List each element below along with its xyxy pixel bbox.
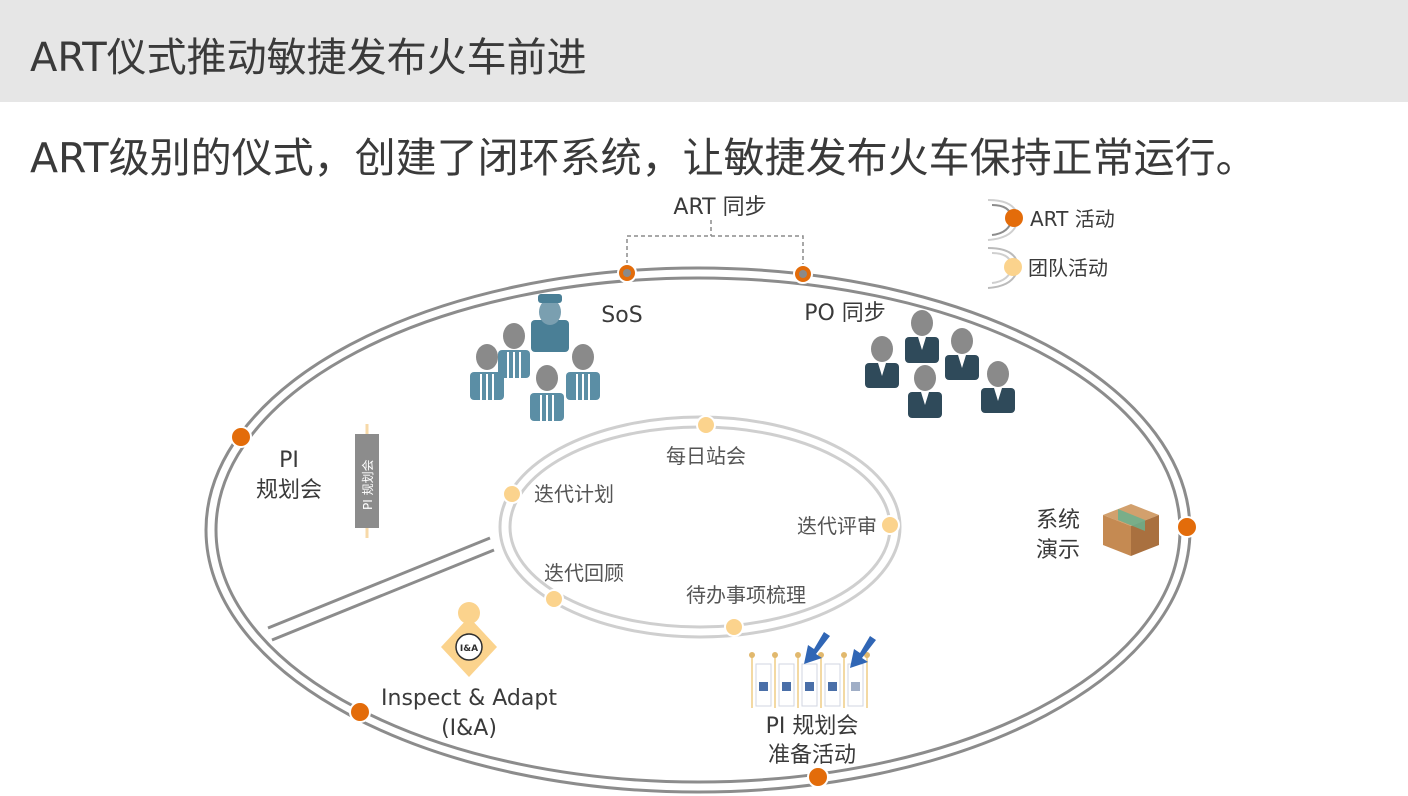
art-dot-system-demo [1176,516,1198,538]
legend-team-label: 团队活动 [1028,256,1108,280]
team-dot-iteration-planning [502,484,522,504]
connector-tracks [267,536,495,642]
pi-banner-icon: PI 规划会 [355,424,379,538]
header-band [0,0,1408,102]
art-dot-ia [349,701,371,723]
ia-label-line2: (I&A) [441,716,497,741]
system-demo-label-line2: 演示 [1036,538,1080,563]
art-sync-bracket [626,220,804,264]
scrum-team-icon [470,294,600,421]
pi-prep-label-line1: PI 规划会 [766,714,859,739]
legend-art-dot [1005,209,1023,227]
art-dots [230,263,1198,788]
subtitle: ART级别的仪式，创建了闭环系统，让敏捷发布火车保持正常运行。 [30,134,1257,182]
art-dot-pi-prep [807,766,829,788]
ia-diamond-icon: I&A [441,602,497,677]
pi-planning-label-line2: 规划会 [256,478,322,503]
daily-standup-label: 每日站会 [666,444,746,468]
art-dot-pi-planning [230,426,252,448]
backlog-refinement-label: 待办事项梳理 [686,583,806,607]
iteration-review-label: 迭代评审 [797,514,877,538]
ia-badge-label: I&A [460,644,478,654]
team-dot-iteration-review [880,515,900,535]
legend-team-dot [1004,258,1022,276]
system-box-icon [1103,504,1159,556]
iteration-retro-label: 迭代回顾 [544,561,624,585]
iteration-planning-label: 迭代计划 [534,482,614,506]
pi-prep-label-line2: 准备活动 [768,743,856,768]
team-dot-daily-standup [696,415,716,435]
ia-label-line1: Inspect & Adapt [381,686,557,711]
team-dot-backlog-refinement [724,617,744,637]
team-dot-iteration-retro [544,589,564,609]
legend: ART 活动 团队活动 [987,199,1115,289]
pi-planning-label-line1: PI [279,448,299,473]
po-sync-label: PO 同步 [804,301,886,326]
legend-art-label: ART 活动 [1030,207,1115,231]
system-demo-label-line1: 系统 [1036,508,1080,533]
art-sync-label: ART 同步 [673,195,766,220]
backlog-board-icon [749,632,876,708]
page-title: ART仪式推动敏捷发布火车前进 [30,35,587,81]
sos-label: SoS [601,303,642,328]
product-owners-icon [865,310,1015,418]
pi-banner-label: PI 规划会 [360,459,375,510]
team-dots [502,415,900,637]
